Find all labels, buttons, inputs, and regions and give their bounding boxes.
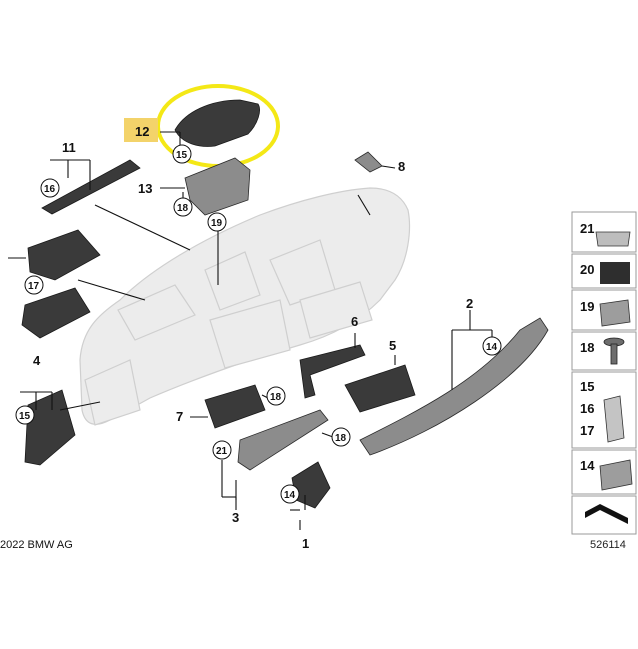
callout-5[interactable]: 5 [389, 338, 396, 353]
dashboard-carrier [79, 187, 411, 426]
part-8-cover[interactable] [354, 151, 383, 173]
callout-18-right[interactable]: 18 [335, 433, 347, 444]
part-5-bracket[interactable] [344, 364, 416, 413]
part-12-grille[interactable] [174, 99, 260, 147]
callout-8[interactable]: 8 [398, 159, 405, 174]
legend-item-18: 18 [580, 340, 594, 355]
callout-17[interactable]: 17 [28, 281, 40, 292]
leader-lines [8, 131, 493, 530]
bolt-arrow-icon [585, 504, 628, 524]
legend-item-21: 21 [580, 221, 594, 236]
part-10-frame[interactable] [21, 287, 91, 339]
part-2-trim[interactable] [359, 317, 549, 456]
callout-15-top[interactable]: 15 [176, 150, 188, 161]
callout-18-mid[interactable]: 18 [270, 392, 282, 403]
callout-12-bg [124, 118, 158, 142]
callout-3[interactable]: 3 [232, 510, 239, 525]
callout-13[interactable]: 13 [138, 181, 152, 196]
callout-14-right[interactable]: 14 [486, 342, 498, 353]
callout-15-left[interactable]: 15 [19, 411, 31, 422]
callout-16[interactable]: 16 [44, 184, 56, 195]
callout-4[interactable]: 4 [33, 353, 41, 368]
callout-19[interactable]: 19 [211, 218, 223, 229]
part-1-cover[interactable] [291, 461, 331, 509]
callout-21[interactable]: 21 [216, 446, 228, 457]
callout-14-bottom[interactable]: 14 [284, 490, 296, 501]
part-13-bracket[interactable] [184, 157, 251, 216]
legend-item-19: 19 [580, 299, 594, 314]
part-6-bracket[interactable] [299, 344, 366, 399]
callout-2[interactable]: 2 [466, 296, 473, 311]
callout-1[interactable]: 1 [302, 536, 309, 551]
diagram-id: 526114 [590, 539, 626, 551]
part-9-frame[interactable] [27, 229, 101, 281]
callout-11[interactable]: 11 [62, 140, 76, 155]
part-11-grille[interactable] [41, 159, 141, 215]
part-3-cover[interactable] [237, 409, 329, 471]
legend-item-15: 15 [580, 379, 594, 394]
legend-item-20: 20 [580, 262, 594, 277]
part-4-trim[interactable] [24, 389, 76, 466]
copyright-text: 2022 BMW AG [0, 539, 73, 551]
legend-item-17: 17 [580, 423, 594, 438]
legend-item-14: 14 [580, 458, 595, 473]
small-parts-legend: 21 20 19 18 15 16 17 14 [571, 211, 637, 535]
callout-18-top[interactable]: 18 [177, 203, 189, 214]
callout-6[interactable]: 6 [351, 314, 358, 329]
callout-7[interactable]: 7 [176, 409, 183, 424]
callout-12[interactable]: 12 [135, 124, 149, 139]
legend-item-16: 16 [580, 401, 594, 416]
part-7-bracket[interactable] [204, 384, 266, 429]
